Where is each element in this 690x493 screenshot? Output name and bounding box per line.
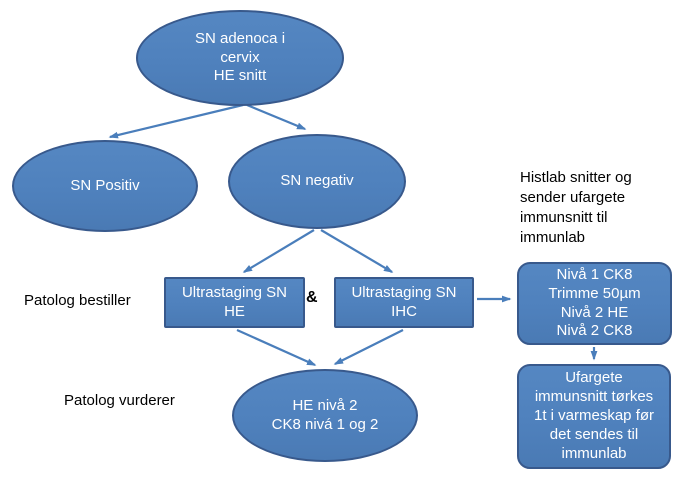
node-niva-steps: Nivå 1 CK8 Trimme 50µm Nivå 2 HE Nivå 2 … bbox=[517, 262, 672, 345]
node-he-niva-result-label: HE nivå 2 CK8 nivá 1 og 2 bbox=[271, 396, 379, 433]
arrow-ihc-to-result bbox=[333, 329, 404, 365]
node-sn-positiv-label: SN Positiv bbox=[70, 176, 140, 194]
arrow-top-to-negativ bbox=[246, 103, 307, 131]
node-ufargete-steps: Ufargete immunsnitt tørkes 1t i varmeska… bbox=[517, 364, 671, 469]
node-ufargete-steps-label: Ufargete immunsnitt tørkes 1t i varmeska… bbox=[533, 369, 655, 462]
arrow-negativ-to-ihc bbox=[320, 229, 394, 273]
node-sn-negativ: SN negativ bbox=[228, 134, 406, 229]
node-sn-positiv: SN Positiv bbox=[12, 140, 198, 232]
arrow-he-to-result bbox=[236, 328, 317, 367]
node-ultrastaging-sn-he: Ultrastaging SN HE bbox=[164, 277, 305, 328]
histlab-note: Histlab snitter og sender ufargete immun… bbox=[520, 169, 632, 246]
node-ultrastaging-sn-ihc: Ultrastaging SN IHC bbox=[334, 277, 474, 328]
node-sn-adenoca-label: SN adenoca i cervix HE snitt bbox=[194, 29, 286, 85]
node-niva-steps-label: Nivå 1 CK8 Trimme 50µm Nivå 2 HE Nivå 2 … bbox=[548, 265, 641, 340]
node-sn-adenoca: SN adenoca i cervix HE snitt bbox=[136, 10, 344, 106]
node-he-niva-result: HE nivå 2 CK8 nivá 1 og 2 bbox=[232, 369, 418, 462]
arrow-top-to-positiv bbox=[108, 103, 244, 139]
patolog-bestiller-label: Patolog bestiller bbox=[24, 292, 131, 309]
arrow-negativ-to-he bbox=[242, 229, 315, 273]
ampersand-label: & bbox=[306, 289, 318, 306]
node-ultrastaging-sn-ihc-label: Ultrastaging SN IHC bbox=[351, 283, 457, 320]
patolog-vurderer-label: Patolog vurderer bbox=[64, 392, 175, 409]
node-sn-negativ-label: SN negativ bbox=[280, 172, 354, 190]
node-ultrastaging-sn-he-label: Ultrastaging SN HE bbox=[181, 283, 288, 320]
